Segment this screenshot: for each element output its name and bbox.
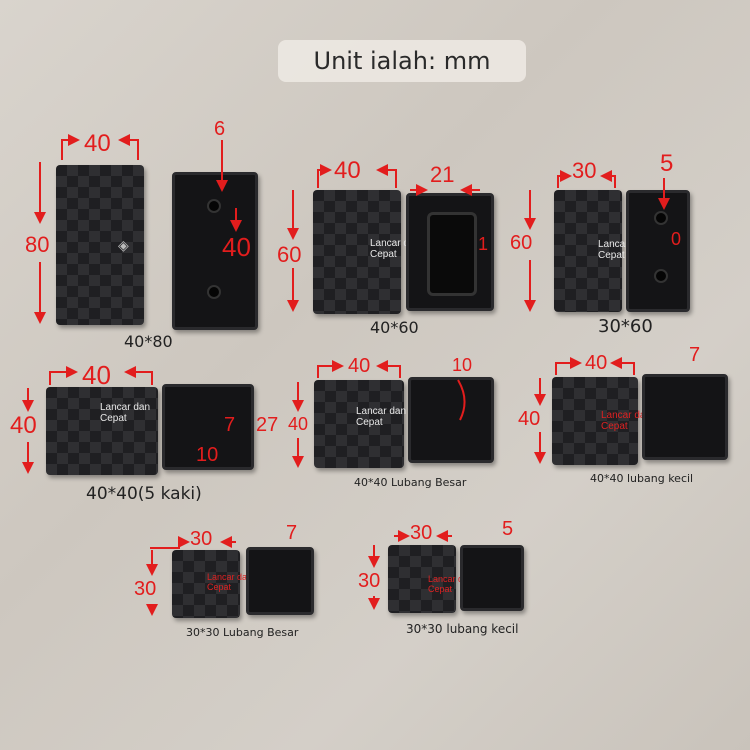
end-cap-40x60-front [313,190,401,314]
dim-30x60-hole: 5 [660,150,674,177]
label-30x30-small-hole: 30*30 lubang kecil [406,622,519,636]
end-cap-40x40-big-hole-front [314,380,404,468]
dim-30x60-offset: 0 [671,229,682,249]
watermark-40x40-small-hole: Lancar dan Cepat [601,410,652,432]
label-40x40-5leg: 40*40(5 kaki) [86,484,202,504]
watermark-40x40-big-hole: Lancar dan Cepat [356,406,407,428]
watermark-30x30-big-hole: Lancar dan Cepat [207,572,253,592]
dim-30x30-small-hole-hole: 5 [502,518,514,540]
label-40x40-big-hole: 40*40 Lubang Besar [354,476,467,489]
dim-30x30-big-hole-hole: 7 [286,522,298,544]
dim-40x60-slot: 21 [430,162,455,187]
dim-30x60-width: 30 [572,158,597,183]
end-cap-30x60-back [626,190,690,312]
end-cap-40x40-small-hole-front [552,377,638,465]
hole [207,199,221,213]
watermark-40x60: Lancar dan Cepat [370,238,421,260]
dim-40x80-hole-spacing: 40 [222,232,251,262]
end-cap-30x30-big-hole-back [246,547,314,615]
end-cap-30x30-big-hole-front [172,550,240,618]
dim-30x30-big-hole-width: 30 [190,528,213,550]
end-cap-30x30-small-hole-back [460,545,524,611]
label-40x80: 40*80 [124,332,173,351]
watermark-30x30-small-hole: Lancar dan Cepat [428,574,474,594]
hole [654,269,668,283]
dim-30x30-small-hole-height: 30 [358,570,381,592]
end-cap-40x80-front [56,165,144,325]
hole-slot [427,212,477,296]
dim-40x80-hole: 6 [214,118,226,140]
unit-banner: Unit ialah: mm [278,40,526,82]
dim-40x40-big-hole-hole: 10 [452,355,473,375]
label-40x60: 40*60 [370,318,419,337]
dim-40x80-width: 40 [84,130,111,157]
end-cap-40x40-5leg-back [162,384,254,470]
dim-40x40-small-hole-height: 40 [518,408,541,430]
dim-30x30-small-hole-width: 30 [410,522,433,544]
end-cap-40x60-back [406,193,494,311]
dim-40x40-big-hole-width: 40 [348,355,371,377]
dim-40x80-height: 80 [25,232,50,257]
dim-40x60-offset: 1 [478,234,489,254]
hole [207,285,221,299]
dim-30x30-big-hole-height: 30 [134,578,157,600]
dim-40x40-5leg-side: 27 [256,414,279,436]
dim-30x60-height: 60 [510,232,533,254]
label-30x30-big-hole: 30*30 Lubang Besar [186,626,299,639]
label-30x60: 30*60 [598,316,653,337]
dim-40x40-5leg-leg: 7 [224,414,236,436]
end-cap-40x40-small-hole-back [642,374,728,460]
end-cap-40x40-5leg-front [46,387,158,475]
dim-40x40-big-hole-height: 40 [288,414,309,434]
watermark-40x40-5leg: Lancar dan Cepat [100,402,151,424]
end-cap-30x60-front [554,190,622,312]
watermark-40x80: ◈ [118,237,129,253]
end-cap-40x40-big-hole-back [408,377,494,463]
hole [654,211,668,225]
dim-40x40-5leg-width: 40 [82,360,111,390]
dim-40x40-5leg-height: 40 [10,412,37,439]
dim-40x40-5leg-bottom: 10 [196,444,219,466]
dim-40x60-height: 60 [277,242,302,267]
end-cap-40x80-back [172,172,258,330]
dim-40x40-small-hole-hole: 7 [689,344,701,366]
label-40x40-small-hole: 40*40 lubang kecil [590,472,694,485]
dim-40x40-small-hole-width: 40 [585,352,608,374]
end-cap-30x30-small-hole-front [388,545,456,613]
dim-40x60-width: 40 [334,157,361,184]
watermark-30x60: Lancar dan Cepat [598,239,649,261]
